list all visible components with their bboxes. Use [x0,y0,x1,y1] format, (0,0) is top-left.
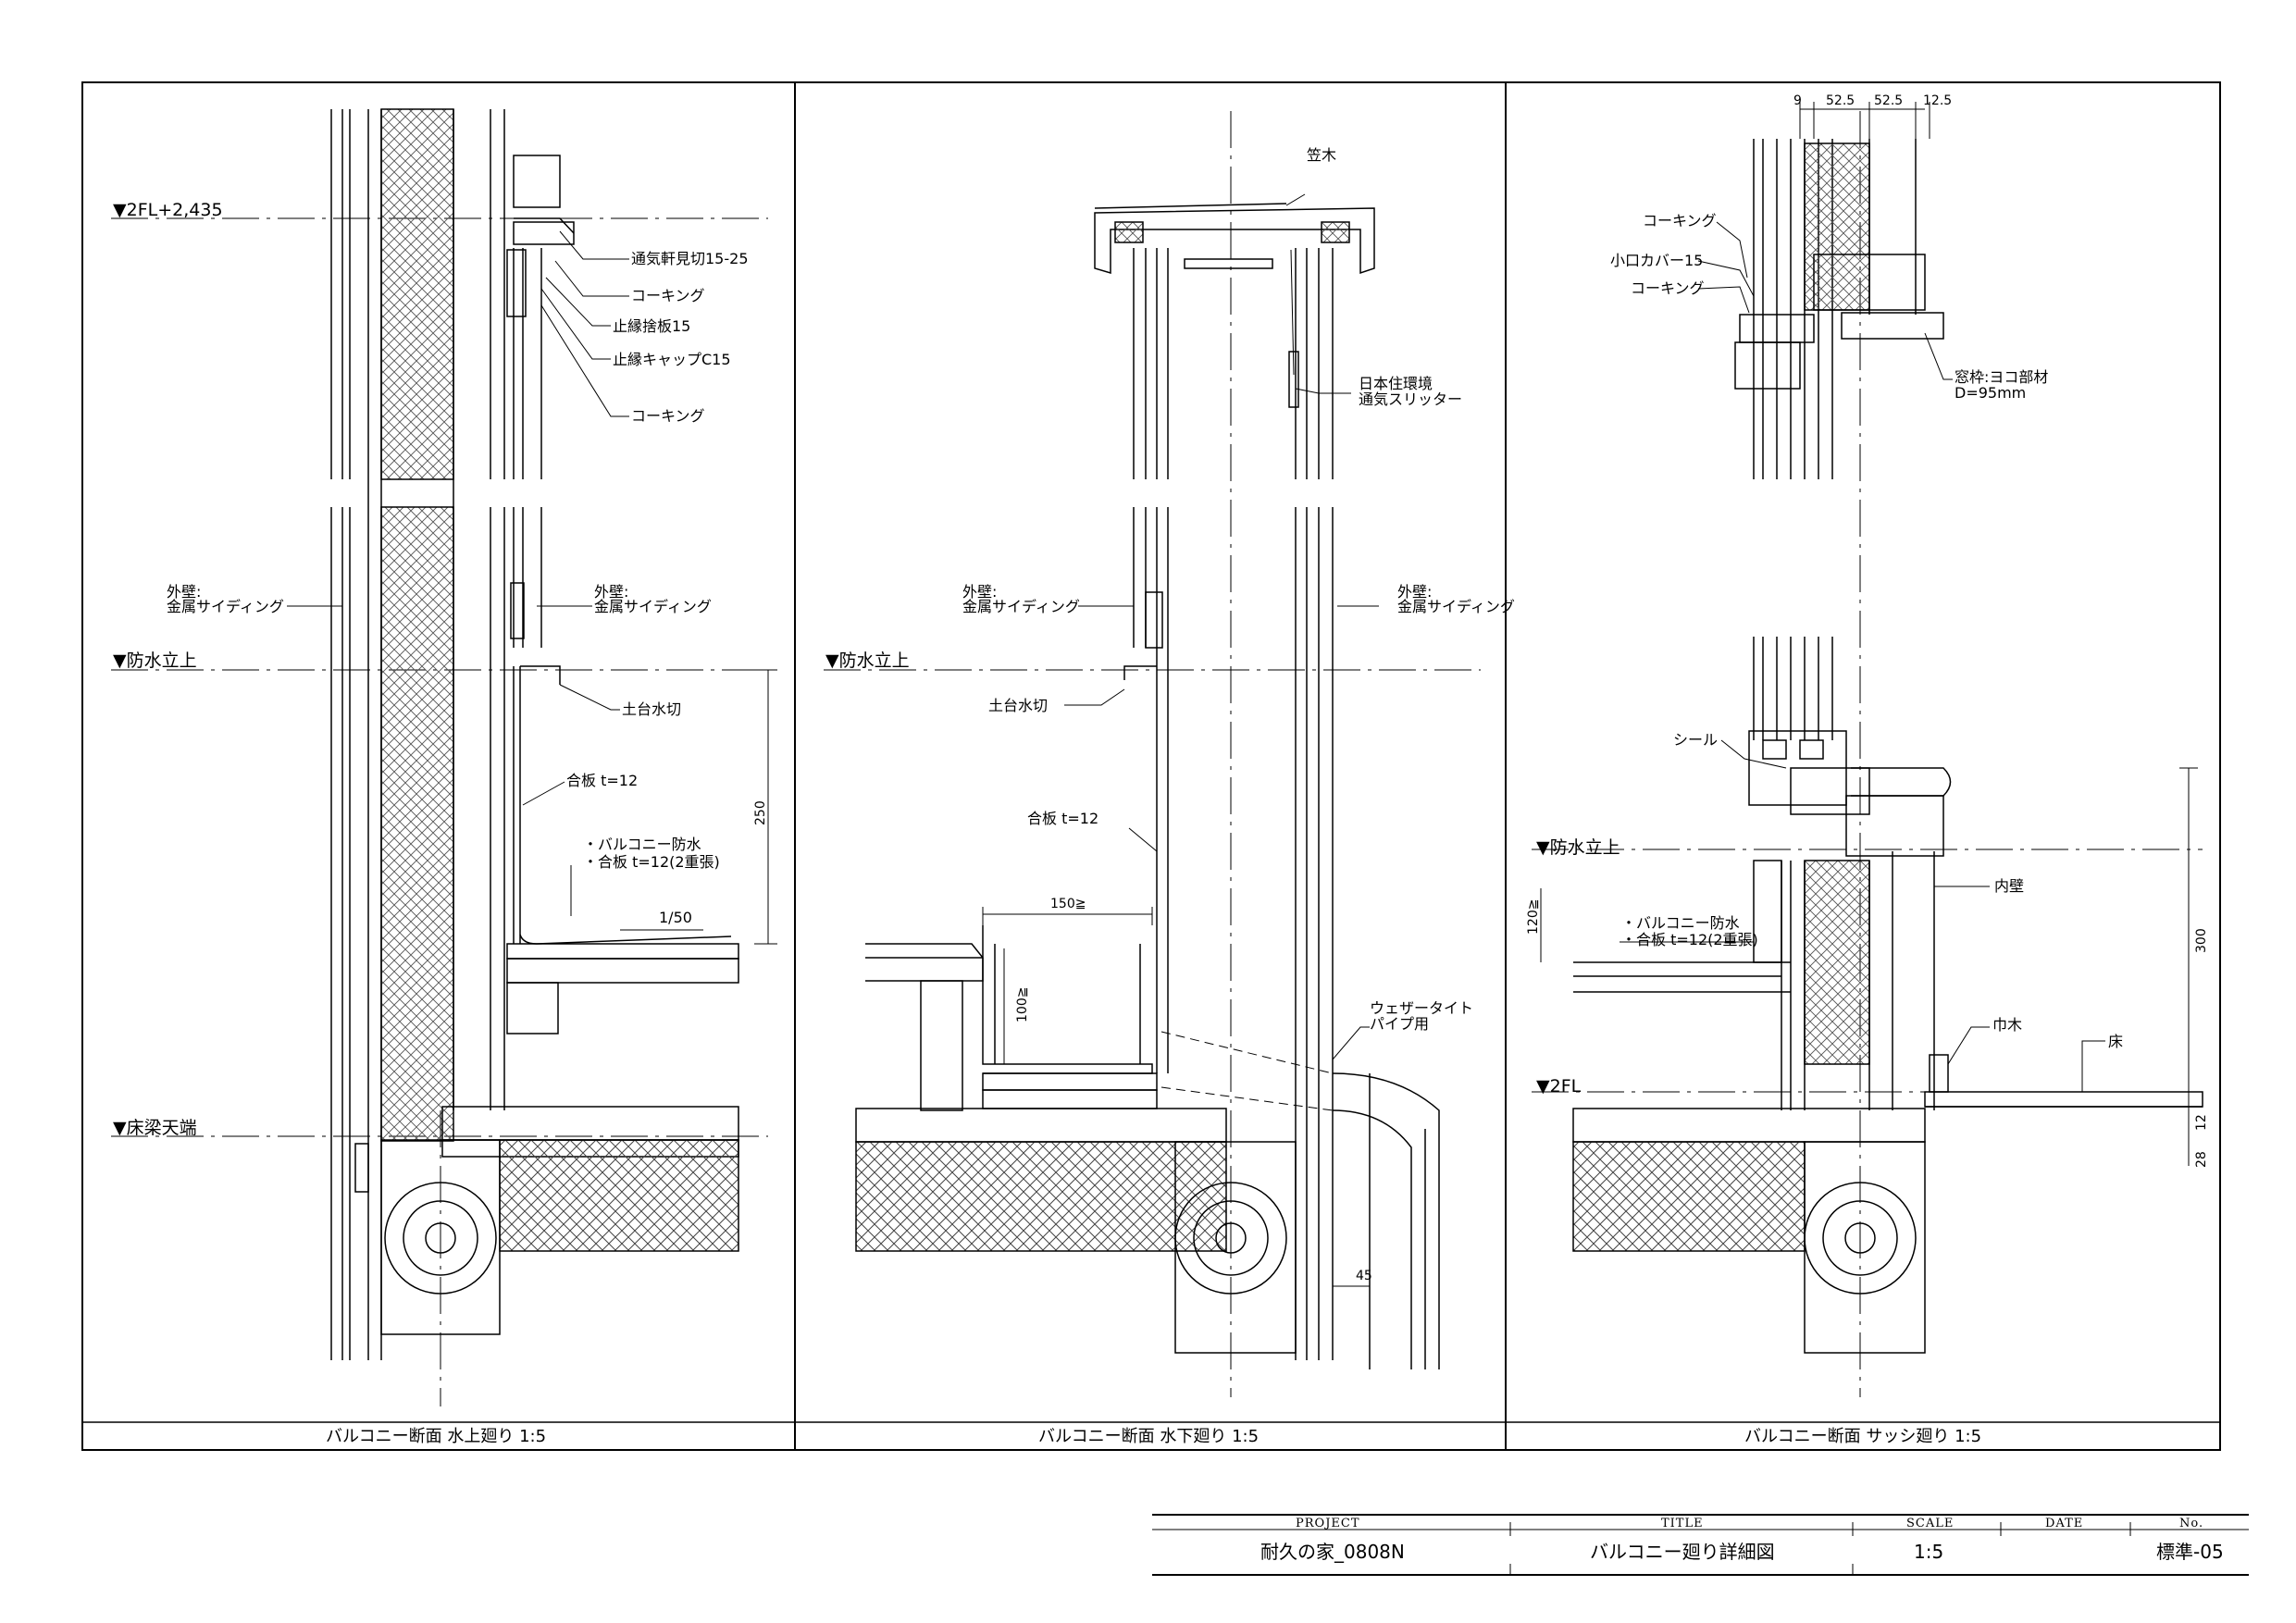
label-madowaku-2: D=95mm [1955,384,2027,402]
label-seal: シール [1673,731,1719,749]
label-weathertight-1: ウェザータイト [1370,999,1474,1017]
level-bosui-2: ▼防水立上 [825,650,910,671]
level-bosui-1: ▼防水立上 [113,650,197,671]
label-dodai-mizukiri-p1: 土台水切 [622,700,682,718]
label-coking-p1b: コーキング [631,407,705,425]
dim-250: 250 [753,800,768,825]
label-bosui-b-p1: ・合板 t=12(2重張) [583,853,720,871]
tb-date-header: DATE [2045,1517,2084,1530]
panel-3-section [1532,102,2203,1397]
tb-no-value: 標準-05 [2156,1541,2224,1563]
label-coking-p1a: コーキング [631,287,705,304]
tb-title-value: バルコニー廻り詳細図 [1590,1541,1775,1563]
label-bosui-b-p3: ・合板 t=12(2重張) [1621,931,1758,948]
level-2fl: ▼2FL [1536,1076,1582,1096]
label-gaiheki-p2-right-1: 外壁: [1397,583,1433,601]
panel-3-caption: バルコニー断面 サッシ廻り 1:5 [1744,1427,1982,1446]
label-goban-p2: 合板 t=12 [1027,810,1099,827]
dim-12-5: 12.5 [1923,93,1953,108]
label-yuka: 床 [2108,1033,2124,1050]
label-gaiheki-p1-left-2: 金属サイディング [167,598,284,615]
dim-52-5-b: 52.5 [1874,93,1904,108]
label-bosui-a-p3: ・バルコニー防水 [1621,914,1740,932]
dim-300: 300 [2194,928,2209,953]
dim-52-5-a: 52.5 [1826,93,1855,108]
tb-scale-header: SCALE [1906,1517,1955,1530]
tb-project-value: 耐久の家_0808N [1260,1541,1405,1563]
drawing-frame [81,81,2221,1451]
label-gaiheki-p1-left-1: 外壁: [167,583,202,601]
panel-2-caption: バルコニー断面 水下廻り 1:5 [1038,1427,1260,1446]
label-weathertight-2: パイプ用 [1370,1015,1430,1033]
level-2fl-2435: ▼2FL+2,435 [113,200,223,220]
tb-no-header: No. [2179,1517,2204,1530]
label-slitter-1: 日本住環境 [1359,375,1433,392]
panel-1-caption: バルコニー断面 水上廻り 1:5 [326,1427,547,1446]
label-slope: 1/50 [659,909,692,926]
label-gaiheki-p2-left-1: 外壁: [962,583,998,601]
label-dodai-mizukiri-p2: 土台水切 [988,697,1049,714]
dim-12: 12 [2194,1114,2209,1131]
label-coking-p3a: コーキング [1643,212,1717,229]
label-gaiheki-p1-right-1: 外壁: [594,583,629,601]
label-tsuuki-nokimikiri: 通気軒見切15-25 [631,250,749,267]
tb-scale-value: 1:5 [1914,1541,1944,1563]
dim-120: 120≧ [1526,898,1541,935]
label-coking-p3b: コーキング [1631,279,1705,297]
panel-2-section [824,111,1481,1397]
dim-45: 45 [1356,1269,1372,1283]
dim-150: 150≧ [1050,897,1086,911]
label-naiheki: 内壁 [1994,877,2025,895]
label-kasagi: 笠木 [1307,146,1337,164]
label-tomebuchi-cap: 止縁キャップC15 [613,351,731,368]
label-habaki: 巾木 [1992,1016,2023,1034]
label-gaiheki-p1-right-2: 金属サイディング [594,598,712,615]
tb-title-header: TITLE [1661,1517,1704,1530]
tb-project-header: PROJECT [1296,1517,1360,1530]
panel-1-section [111,108,777,1406]
label-bosui-a-p1: ・バルコニー防水 [583,836,701,853]
label-goban-p1: 合板 t=12 [566,772,639,789]
label-koguchi-cover: 小口カバー15 [1610,252,1704,269]
dim-28: 28 [2194,1151,2209,1168]
label-slitter-2: 通気スリッター [1359,390,1463,408]
label-gaiheki-p2-left-2: 金属サイディング [962,598,1080,615]
label-madowaku-1: 窓枠:ヨコ部材 [1955,368,2049,386]
label-gaiheki-p2-right-2: 金属サイディング [1397,598,1515,615]
label-tomebuchi: 止縁捨板15 [613,317,691,335]
title-block-frame [1152,1514,2249,1576]
dim-9: 9 [1793,93,1802,108]
level-yukabari: ▼床梁天端 [113,1118,197,1138]
level-bosui-3: ▼防水立上 [1536,837,1620,858]
dim-100: 100≧ [1015,986,1030,1022]
